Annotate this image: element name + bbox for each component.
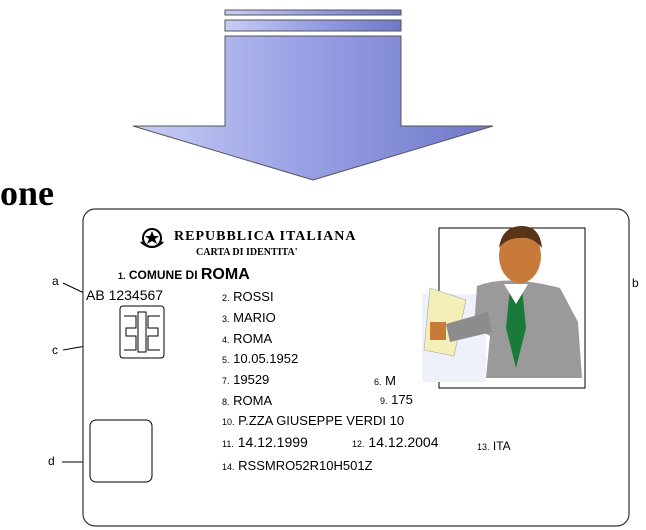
identity-card: REPUBBLICA ITALIANA CARTA DI IDENTITA' 1…	[82, 208, 630, 528]
field-fiscal-code: 14. RSSMRO52R10H501Z	[222, 458, 373, 475]
field-expiry-date: 12. 14.12.2004	[352, 435, 438, 452]
callout-b: b	[632, 276, 639, 290]
signature-box	[90, 420, 152, 482]
field-height: 9. 175	[380, 392, 413, 409]
field-address: 10. P.ZZA GIUSEPPE VERDI 10	[222, 413, 404, 430]
field-act-number: 7. 19529	[222, 372, 269, 389]
chip-icon	[120, 306, 164, 358]
callout-line-a	[63, 283, 84, 293]
field-num: 1.	[118, 271, 126, 281]
field-name: 3. MARIO	[222, 310, 276, 327]
field-surname: 2. ROSSI	[222, 289, 274, 306]
card-header-line2: CARTA DI IDENTITA'	[196, 245, 298, 260]
card-header-line1: REPUBBLICA ITALIANA	[174, 229, 357, 244]
field-birthplace: 4. ROMA	[222, 331, 272, 348]
comune-prefix: COMUNE DI	[129, 268, 198, 282]
callout-a: a	[52, 274, 59, 288]
card-frame	[82, 208, 630, 528]
callout-c: c	[52, 343, 58, 357]
field-birthdate: 5. 10.05.1952	[222, 351, 298, 368]
field-residence: 8. ROMA	[222, 393, 272, 410]
field-issue-date: 11. 14.12.1999	[222, 435, 308, 452]
document-number: AB 1234567	[86, 288, 163, 303]
callout-d: d	[48, 454, 55, 468]
comune-name: ROMA	[201, 266, 250, 283]
field-nationality: 13. ITA	[477, 439, 511, 455]
field-sex: 6. M	[374, 373, 396, 390]
